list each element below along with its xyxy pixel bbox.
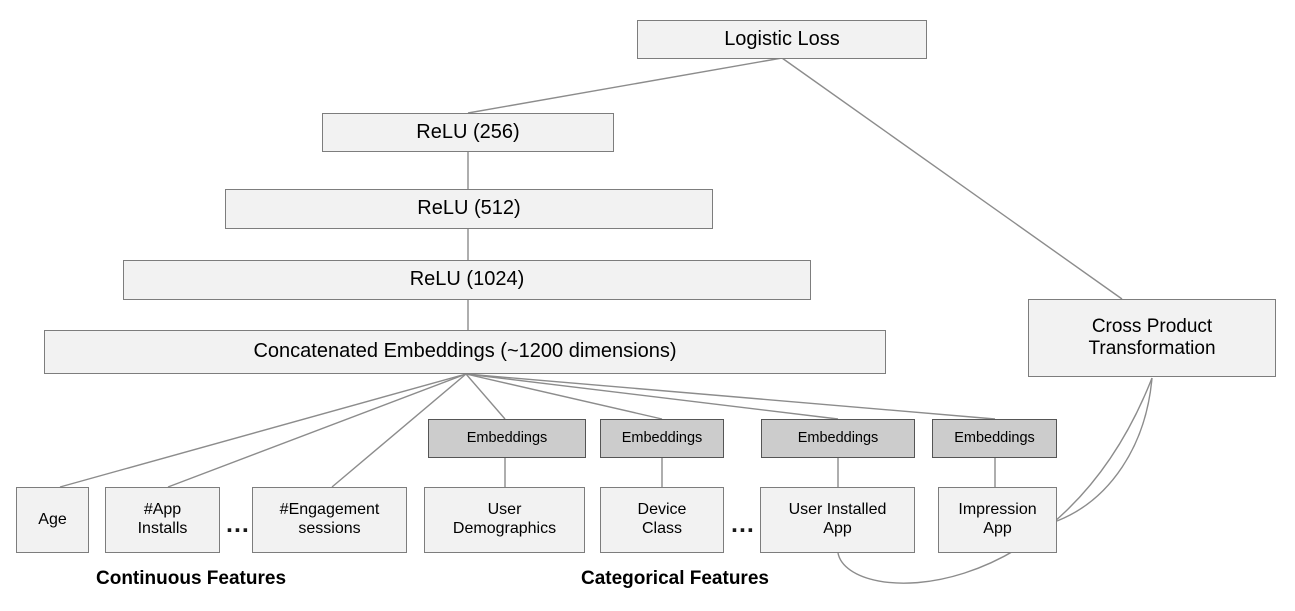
ellipsis-categorical: ... <box>731 510 755 538</box>
node-feature-impression-app-line-1: Impression <box>958 501 1037 519</box>
node-feature-app-installs-line-2: Installs <box>137 520 188 537</box>
node-feature-impression-app-line-2: App <box>983 520 1012 537</box>
node-embeddings-1[interactable]: Embeddings <box>428 419 586 458</box>
node-relu-1024[interactable]: ReLU (1024) <box>123 260 811 300</box>
node-feature-user-demographics-line-2: Demographics <box>452 520 557 537</box>
node-concatenated-embeddings[interactable]: Concatenated Embeddings (~1200 dimension… <box>44 330 886 374</box>
node-feature-app-installs[interactable]: #App Installs <box>105 487 220 553</box>
node-concatenated-embeddings-label: Concatenated Embeddings (~1200 dimension… <box>253 340 677 363</box>
node-feature-engagement-sessions-line-1: #Engagement <box>279 501 380 519</box>
group-label-categorical-features: Categorical Features <box>581 568 769 589</box>
node-feature-app-installs-line-1: #App <box>143 501 182 519</box>
node-feature-user-installed-app-line-1: User Installed <box>788 501 887 519</box>
node-logistic-loss[interactable]: Logistic Loss <box>637 20 927 59</box>
node-feature-engagement-sessions-line-2: sessions <box>298 520 361 537</box>
edge-concat-to-app-installs <box>167 373 467 488</box>
edge-loss-to-relu256 <box>467 57 783 114</box>
node-feature-age-line-1: Age <box>38 510 67 528</box>
node-embeddings-3[interactable]: Embeddings <box>761 419 915 458</box>
node-relu-512[interactable]: ReLU (512) <box>225 189 713 229</box>
node-embeddings-4-label: Embeddings <box>954 429 1035 446</box>
node-cross-product-line-1: Cross Product <box>1091 315 1213 337</box>
edge-impression-app-to-crossproduct <box>1056 377 1153 522</box>
edge-concat-to-embeddings-3 <box>465 373 839 420</box>
node-embeddings-2[interactable]: Embeddings <box>600 419 724 458</box>
edge-concat-to-embeddings-4 <box>465 373 996 420</box>
node-feature-user-installed-app[interactable]: User Installed App <box>760 487 915 553</box>
edge-concat-to-embeddings-2 <box>465 373 663 420</box>
ellipsis-continuous: ... <box>226 510 250 538</box>
node-cross-product-transformation[interactable]: Cross Product Transformation <box>1028 299 1276 377</box>
node-logistic-loss-label: Logistic Loss <box>724 27 840 50</box>
node-feature-device-class-line-2: Class <box>641 520 682 537</box>
node-feature-user-demographics[interactable]: User Demographics <box>424 487 585 553</box>
group-label-continuous-features: Continuous Features <box>96 568 287 589</box>
node-relu-256[interactable]: ReLU (256) <box>322 113 614 152</box>
node-relu-1024-label: ReLU (1024) <box>409 268 525 291</box>
node-embeddings-4[interactable]: Embeddings <box>932 419 1057 458</box>
node-feature-user-installed-app-line-2: App <box>823 520 852 537</box>
node-relu-512-label: ReLU (512) <box>417 197 521 220</box>
node-feature-engagement-sessions[interactable]: #Engagement sessions <box>252 487 407 553</box>
node-feature-user-demographics-line-1: User <box>487 501 522 519</box>
node-relu-256-label: ReLU (256) <box>416 120 520 143</box>
edge-loss-to-crossproduct <box>781 57 1123 300</box>
node-feature-age[interactable]: Age <box>16 487 89 553</box>
node-embeddings-2-label: Embeddings <box>621 429 703 446</box>
node-embeddings-1-label: Embeddings <box>466 429 548 446</box>
node-feature-device-class[interactable]: Device Class <box>600 487 724 553</box>
node-feature-impression-app[interactable]: Impression App <box>938 487 1057 553</box>
node-feature-device-class-line-1: Device <box>637 501 687 519</box>
node-cross-product-line-2: Transformation <box>1088 338 1216 359</box>
node-embeddings-3-label: Embeddings <box>797 429 879 446</box>
edge-concat-to-embeddings-1 <box>465 373 506 420</box>
edge-concat-to-age <box>59 373 467 488</box>
